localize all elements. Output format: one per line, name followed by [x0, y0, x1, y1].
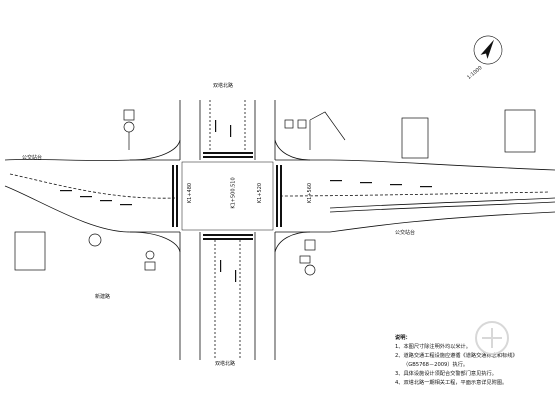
- south-leg: [179, 232, 276, 360]
- guide-sign-left: [14, 231, 46, 271]
- signal-pole-ne: [284, 111, 346, 150]
- stake-label: K1+560: [307, 182, 314, 204]
- road-label-west: 公交站台: [22, 155, 43, 161]
- stake-label: K1+520: [257, 182, 264, 204]
- stake-label: K1+480: [187, 182, 194, 204]
- speed-limit-sign: [88, 233, 102, 247]
- stake-label: K1+500.510: [230, 177, 237, 209]
- notes-title: 说明：: [395, 335, 411, 341]
- crosswalk-east: [276, 165, 282, 227]
- road-label-east: 公交站台: [395, 230, 416, 236]
- lane-arrows: [60, 120, 432, 282]
- main-road-north-edge: [4, 159, 180, 161]
- signal-pole-se: [299, 239, 316, 276]
- guide-sign-top: [401, 117, 429, 159]
- crosswalk-west: [172, 165, 178, 227]
- note-item: 1、本图尺寸除注明外均以米计。: [395, 344, 471, 350]
- crosswalk-north: [203, 152, 253, 158]
- note-item: （GB5768－2009）执行。: [403, 362, 469, 368]
- road-label-north: 双塔北路: [213, 83, 234, 89]
- north-leg: [179, 100, 276, 160]
- sign-post-nw: [123, 109, 135, 150]
- watermark-icon: [475, 321, 509, 355]
- note-item: 3、具体设施设计须配合交警部门意见执行。: [395, 371, 497, 377]
- crosswalk-south: [203, 234, 253, 240]
- branch-road-label: 新建路: [95, 294, 111, 300]
- road-label-south: 双塔北路: [215, 361, 236, 367]
- design-notes: 说明： 1、本图尺寸除注明外均以米计。 2、道路交通工程设施应遵循《道路交通标志…: [395, 334, 555, 388]
- north-arrow-icon: [473, 35, 503, 65]
- guide-sign-right: [504, 109, 536, 153]
- note-item: 2、道路交通工程设施应遵循《道路交通标志和标线》: [395, 353, 518, 359]
- sign-post-sw: [144, 250, 156, 271]
- main-road-south-edge: [4, 185, 180, 233]
- note-item: 4、双塔北路一期相关工程，平面示意详见附图。: [395, 380, 508, 386]
